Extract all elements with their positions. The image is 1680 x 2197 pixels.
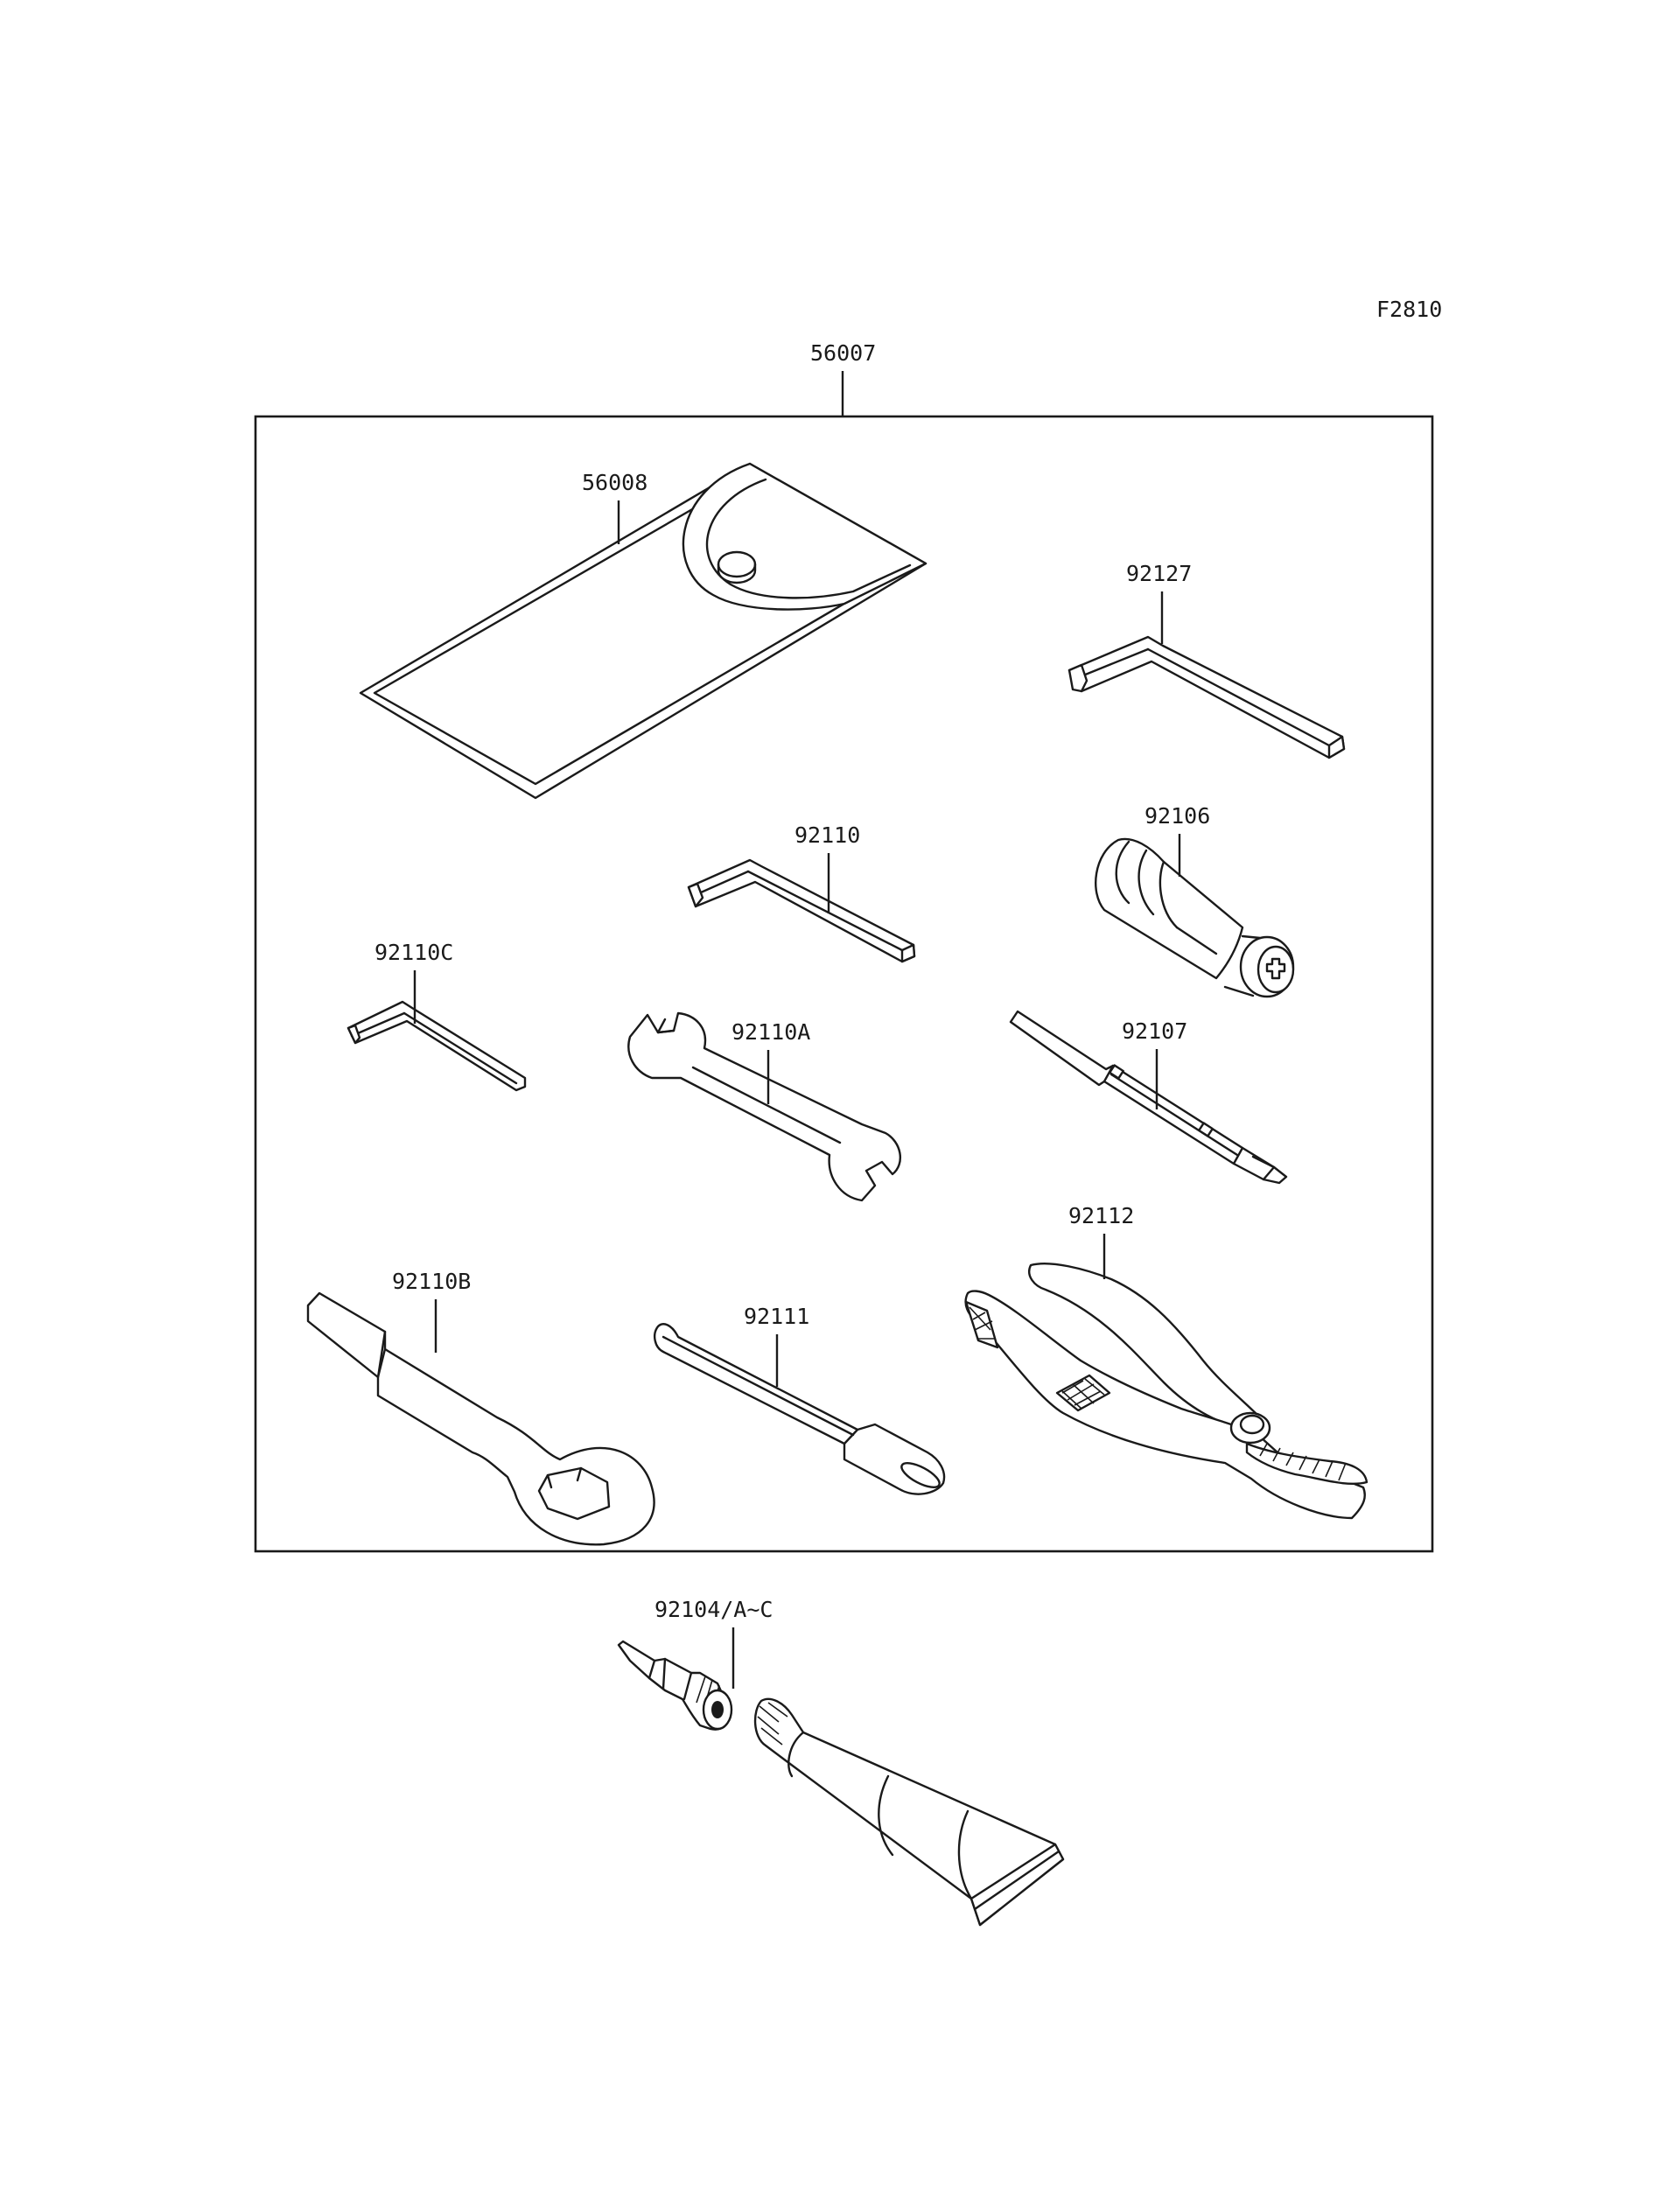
part-label-hex-wrench-small: 92110C — [374, 940, 453, 965]
part-label-screwdriver-bit: 92107 — [1122, 1018, 1187, 1044]
kit-part-number: 56007 — [810, 340, 876, 366]
part-label-tire-repair-kit: 92104/A~C — [654, 1597, 773, 1622]
screwdriver-handle-illustration — [1095, 837, 1295, 998]
part-label-open-end-wrench: 92110A — [732, 1019, 810, 1045]
open-end-wrench-illustration — [627, 1011, 901, 1202]
hex-wrench-medium-illustration — [687, 858, 916, 963]
hex-wrench-large-illustration — [1068, 635, 1346, 759]
tool-case-illustration — [359, 462, 928, 800]
pliers-illustration — [964, 1263, 1368, 1520]
part-label-hex-wrench-large: 92127 — [1126, 561, 1192, 586]
hex-wrench-small-illustration — [346, 1000, 527, 1092]
part-label-screwdriver-handle: 92106 — [1144, 803, 1210, 829]
part-label-ring-wrench: 92110B — [392, 1269, 471, 1294]
part-label-extension-bar: 92111 — [744, 1304, 809, 1329]
kit-frame — [254, 415, 1434, 1553]
ring-wrench-illustration — [306, 1291, 655, 1546]
part-label-hex-wrench-medium: 92110 — [794, 822, 860, 848]
figure-code: F2810 — [1376, 297, 1442, 322]
part-label-pliers: 92112 — [1068, 1203, 1134, 1228]
screwdriver-bit-illustration — [1009, 1010, 1288, 1185]
tire-repair-kit-illustration — [617, 1640, 1065, 1927]
extension-bar-illustration — [653, 1323, 946, 1495]
part-label-case: 56008 — [582, 470, 648, 495]
